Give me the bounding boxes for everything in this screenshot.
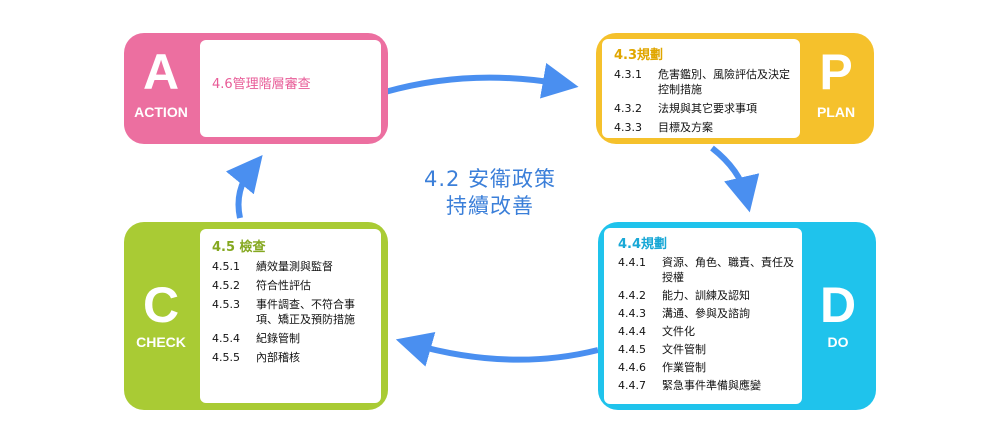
check-item: 4.5.1 績效量測與監督: [212, 259, 373, 274]
plan-letter: P: [819, 44, 853, 100]
check-item-number: 4.5.1: [212, 260, 240, 273]
arrow-check-to-action: [225, 154, 263, 219]
do-item-text: 資源、角色、職責、責任及授權: [662, 256, 794, 284]
arrow-action-to-plan: [384, 62, 579, 99]
do-item-number: 4.4.2: [618, 289, 646, 302]
check-word: CHECK: [136, 334, 186, 350]
action-title: 4.6管理階層審查: [212, 77, 311, 92]
plan-box: 4.3規劃 4.3.1 危害鑑別、風險評估及決定控制措施 4.3.2 法規與其它…: [596, 33, 874, 144]
do-title: 4.4規劃: [618, 237, 668, 252]
check-item-text: 績效量測與監督: [256, 260, 333, 273]
do-item: 4.4.4 文件化: [618, 324, 794, 339]
do-item-number: 4.4.6: [618, 361, 646, 374]
arrow-plan-to-do: [710, 145, 760, 213]
center-line-2: 持續改善: [446, 194, 534, 218]
plan-item: 4.3.2 法規與其它要求事項: [614, 101, 792, 116]
check-item-text: 內部稽核: [256, 351, 300, 364]
do-item-number: 4.4.4: [618, 325, 646, 338]
do-item-list: 4.4.1 資源、角色、職責、責任及授權 4.4.2 能力、訓練及認知 4.4.…: [618, 255, 794, 393]
check-item-text: 紀錄管制: [256, 332, 300, 345]
do-item: 4.4.3 溝通、參與及諮詢: [618, 306, 794, 321]
action-box: A ACTION 4.6管理階層審查: [124, 33, 388, 144]
check-panel: 4.5 檢查 4.5.1 績效量測與監督 4.5.2 符合性評估 4.5.3 事…: [200, 229, 381, 403]
do-item: 4.4.7 緊急事件準備與應變: [618, 378, 794, 393]
check-item-text: 符合性評估: [256, 279, 311, 292]
check-item: 4.5.5 內部稽核: [212, 350, 373, 365]
do-item-number: 4.4.7: [618, 379, 646, 392]
check-item-number: 4.5.4: [212, 332, 240, 345]
do-item-number: 4.4.5: [618, 343, 646, 356]
plan-item-number: 4.3.3: [614, 121, 642, 134]
do-item-text: 緊急事件準備與應變: [662, 379, 761, 392]
action-panel: 4.6管理階層審查: [200, 40, 381, 137]
do-item-number: 4.4.1: [618, 256, 646, 269]
plan-word: PLAN: [816, 104, 856, 120]
plan-item-text: 危害鑑別、風險評估及決定控制措施: [658, 68, 790, 96]
check-item-number: 4.5.3: [212, 298, 240, 311]
do-letter: D: [819, 277, 857, 333]
plan-item-list: 4.3.1 危害鑑別、風險評估及決定控制措施 4.3.2 法規與其它要求事項 4…: [614, 67, 792, 135]
plan-item-text: 法規與其它要求事項: [658, 102, 757, 115]
do-item: 4.4.5 文件管制: [618, 342, 794, 357]
check-item-text: 事件調查、不符合事項、矯正及預防措施: [256, 298, 355, 326]
check-item-number: 4.5.2: [212, 279, 240, 292]
check-title: 4.5 檢查: [212, 240, 266, 255]
check-item-list: 4.5.1 績效量測與監督 4.5.2 符合性評估 4.5.3 事件調查、不符合…: [212, 259, 373, 365]
action-letter: A: [142, 44, 180, 100]
check-item-number: 4.5.5: [212, 351, 240, 364]
do-item-text: 溝通、參與及諮詢: [662, 307, 750, 320]
center-line-1: 4.2 安衛政策: [423, 167, 557, 191]
plan-item: 4.3.1 危害鑑別、風險評估及決定控制措施: [614, 67, 792, 97]
do-item: 4.4.1 資源、角色、職責、責任及授權: [618, 255, 794, 285]
do-item-text: 文件管制: [662, 343, 706, 356]
plan-item: 4.3.3 目標及方案: [614, 120, 792, 135]
check-box: C CHECK 4.5 檢查 4.5.1 績效量測與監督 4.5.2 符合性評估…: [124, 222, 388, 410]
check-letter: C: [142, 277, 180, 333]
action-word: ACTION: [134, 104, 188, 120]
plan-item-text: 目標及方案: [658, 121, 713, 134]
plan-item-number: 4.3.2: [614, 102, 642, 115]
check-item: 4.5.4 紀錄管制: [212, 331, 373, 346]
do-item: 4.4.2 能力、訓練及認知: [618, 288, 794, 303]
do-box: 4.4規劃 4.4.1 資源、角色、職責、責任及授權 4.4.2 能力、訓練及認…: [598, 222, 876, 410]
do-panel: 4.4規劃 4.4.1 資源、角色、職責、責任及授權 4.4.2 能力、訓練及認…: [604, 228, 802, 404]
check-item: 4.5.3 事件調查、不符合事項、矯正及預防措施: [212, 297, 373, 327]
do-item-text: 文件化: [662, 325, 695, 338]
plan-item-number: 4.3.1: [614, 68, 642, 81]
do-item: 4.4.6 作業管制: [618, 360, 794, 375]
center-policy-text: 4.2 安衛政策 持續改善: [395, 166, 585, 220]
do-item-text: 能力、訓練及認知: [662, 289, 750, 302]
arrow-do-to-check: [395, 331, 599, 367]
do-item-number: 4.4.3: [618, 307, 646, 320]
do-item-text: 作業管制: [662, 361, 706, 374]
plan-panel: 4.3規劃 4.3.1 危害鑑別、風險評估及決定控制措施 4.3.2 法規與其它…: [602, 39, 800, 138]
plan-title: 4.3規劃: [614, 48, 664, 63]
check-item: 4.5.2 符合性評估: [212, 278, 373, 293]
do-word: DO: [827, 334, 849, 350]
